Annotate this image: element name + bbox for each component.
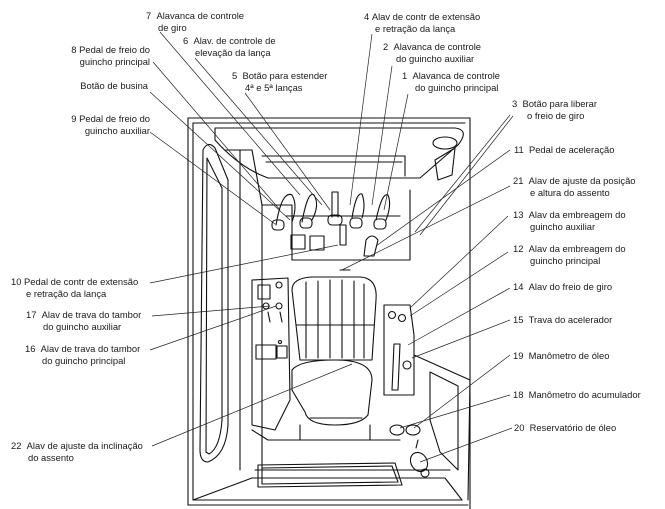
leader-5 [244,92,331,211]
callout-13: 13 Alav da embreagem do guincho auxiliar [513,209,626,232]
floor [192,424,463,501]
callout-14: 14 Alav do freio de giro [513,281,613,292]
leader-20 [419,427,513,463]
callout-7: 7 Alavanca de controle de giro [146,10,244,33]
leader-6 [194,57,323,206]
leader-16 [149,305,277,351]
callout-11: 11 Pedal de aceleração [514,144,615,155]
leader-3b [419,115,514,236]
callout-10: 10 Pedal de contr de extensão e retração… [11,276,139,299]
callout-15: 15 Trava do acelerador [513,314,613,325]
cab-frame [187,117,471,509]
callout-3: 3 Botão para liberar o freio de giro [512,98,597,121]
left-window [199,143,229,463]
leader-18 [399,394,511,429]
leader-3a [414,114,511,233]
operator-seat [291,269,377,426]
roof-window [214,127,464,181]
leader-2 [371,65,393,206]
callout-6: 6 Alav. de controle de elevação da lança [183,35,276,58]
leader-8 [152,61,281,211]
leader-22 [151,363,353,447]
leader-1 [383,93,409,211]
leader-4 [349,33,373,206]
callout-18: 18 Manômetro do acumulador [513,389,641,400]
right-door [413,354,471,501]
control-console [225,149,411,471]
leader-19 [413,354,511,429]
leader-13 [409,215,509,309]
leader-10 [149,244,339,284]
leader-15 [411,319,511,359]
leader-17 [151,305,271,317]
callout-1: 1 Alavanca de controle do guincho princi… [402,70,500,93]
gauges [389,424,430,478]
callout-12: 12 Alav da embreagem do guincho principa… [513,243,626,266]
callout-22: 22 Alav de ajuste da inclinação do assen… [11,440,143,463]
pedals [290,224,379,257]
right-side-panel [383,304,415,396]
callout-17: 17 Alav de trava do tambor do guincho au… [26,309,142,332]
callout-9: 9 Pedal de freio do guincho auxiliar [71,113,150,136]
callout-16: 16 Alav de trava do tambor do guincho pr… [25,343,141,366]
callout-5: 5 Botão para estender 4ª e 5ª lanças [232,70,328,93]
leader-11 [375,149,511,247]
levers [271,191,401,231]
leader-14 [407,287,511,346]
leader-buzina [149,91,291,221]
callout-4: 4 Alav de contr de extensão e retração d… [364,11,481,34]
leader-7 [159,31,301,196]
left-side-panel [251,277,291,431]
leader-9 [149,131,276,225]
callout-19: 19 Manômetro de óleo [513,350,610,361]
callout-8: 8 Pedal de freio do guincho principal [71,44,150,67]
leader-lines [149,31,514,463]
callout-21: 21 Alav de ajuste da posição e altura do… [513,175,636,198]
leader-12 [409,251,509,317]
callout-2: 2 Alavanca de controle do guincho auxili… [383,41,481,64]
leader-21 [341,185,511,271]
callout-20: 20 Reservatório de óleo [514,422,617,433]
callout-buzina: Botão de busina [80,80,148,91]
